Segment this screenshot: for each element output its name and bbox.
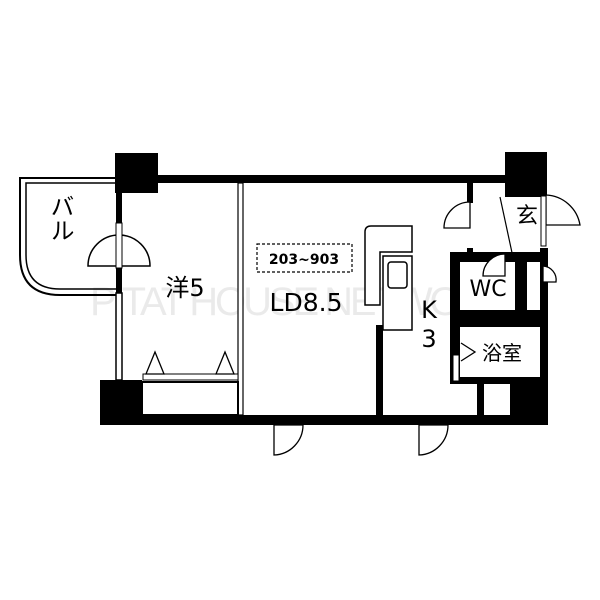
wall [540, 248, 548, 380]
unit-range: 203~903 [269, 252, 339, 268]
front-door[interactable] [545, 194, 581, 226]
wall [467, 183, 473, 203]
kitchen-label: K [421, 296, 438, 324]
toilet-label: WC [469, 277, 506, 302]
toilet-door[interactable] [482, 253, 506, 277]
wall [477, 384, 484, 416]
balcony-label: バル [46, 194, 74, 242]
storage-door[interactable] [542, 265, 557, 283]
entrance-label: 玄 [516, 204, 538, 229]
balcony-outline [19, 177, 118, 296]
bathroom-label: 浴室 [482, 341, 522, 365]
bathroom-door[interactable] [460, 342, 477, 362]
watermark: PITAT HOUSE NETWORK [90, 280, 510, 324]
closet-door[interactable] [145, 350, 165, 375]
door[interactable] [418, 424, 449, 456]
kitchen-size: 3 [421, 325, 436, 353]
column [115, 153, 158, 193]
western-room-label: 洋5 [165, 274, 204, 302]
kitchen-counter [364, 225, 413, 306]
door[interactable] [443, 201, 471, 229]
bathroom [460, 327, 540, 377]
wall [100, 415, 548, 425]
wall [158, 175, 505, 183]
wall [116, 193, 122, 223]
wall [376, 325, 383, 415]
sliding-partition[interactable] [237, 182, 244, 416]
closet-door[interactable] [215, 350, 235, 375]
wall [116, 268, 122, 293]
window [115, 292, 123, 381]
sink-icon [387, 261, 408, 289]
closet [141, 381, 239, 416]
column [505, 152, 547, 197]
door[interactable] [273, 424, 304, 456]
living-dining-label: LD8.5 [270, 288, 343, 317]
unit-range-box [256, 243, 353, 273]
